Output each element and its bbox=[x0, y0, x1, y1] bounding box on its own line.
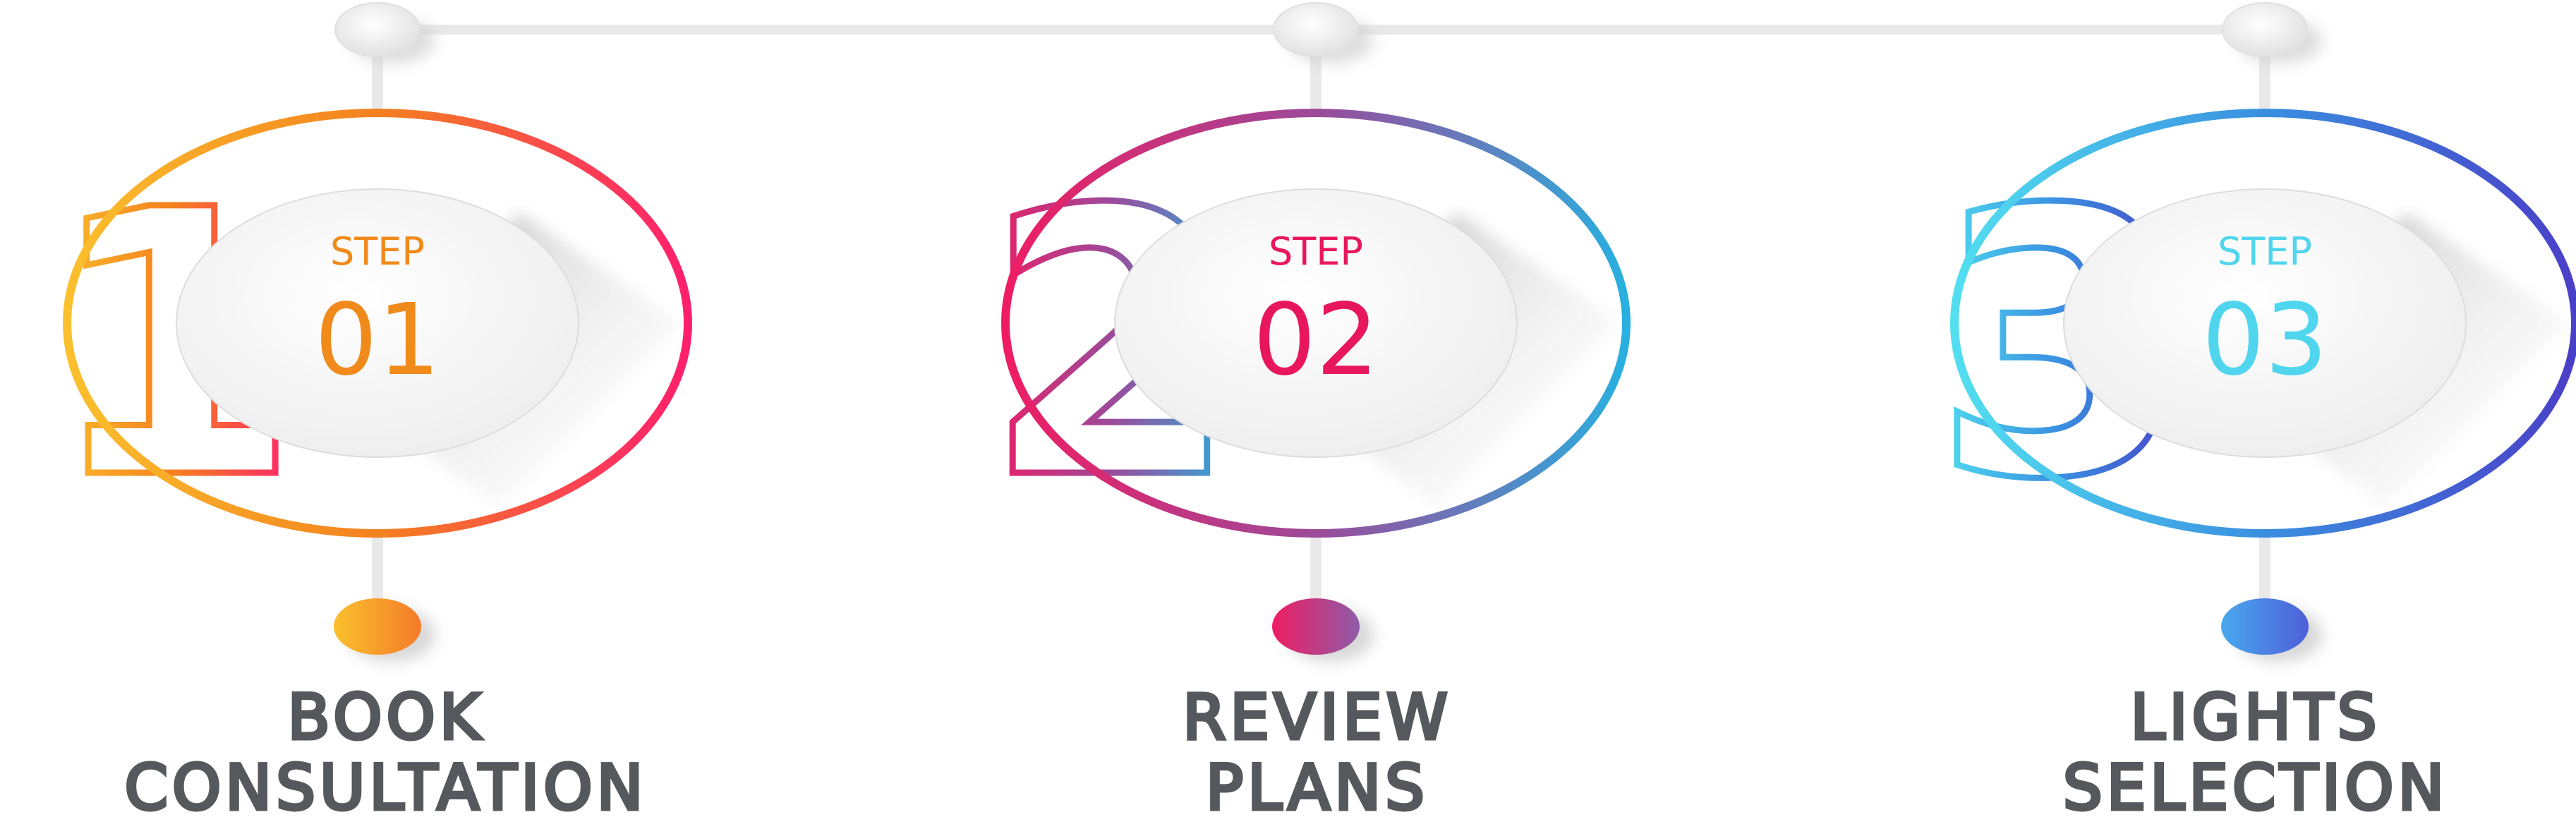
step-3-bottom-dot bbox=[2221, 598, 2309, 655]
step-3-title-line1: LIGHTS bbox=[2129, 680, 2381, 754]
step-1-step-number: 01 bbox=[315, 283, 440, 398]
step-2-title: REVIEW PLANS bbox=[929, 680, 1705, 825]
step-3-outer-ring bbox=[1950, 109, 2576, 538]
step-1-outer-ring bbox=[63, 109, 692, 538]
step-3-bottom-stem bbox=[2259, 529, 2270, 607]
step-2-connector-node bbox=[1273, 2, 1359, 57]
step-3-step-number: 03 bbox=[2202, 283, 2328, 398]
step-1-connector-node bbox=[334, 2, 421, 57]
step-1-step-label: STEP bbox=[330, 229, 425, 274]
step-1-bottom-stem bbox=[372, 529, 383, 607]
step-1-disc bbox=[176, 188, 579, 458]
step-2-outer-ring bbox=[1001, 109, 1631, 538]
step-2-bottom-dot bbox=[1272, 598, 1360, 655]
step-2-step-label: STEP bbox=[1269, 229, 1363, 274]
step-1-title-line1: BOOK bbox=[286, 680, 485, 754]
step-1-bottom-dot bbox=[334, 598, 421, 655]
step-2-title-line1: REVIEW bbox=[1181, 680, 1452, 754]
step-2-title-line2: PLANS bbox=[1204, 751, 1429, 825]
step-3-title-line2: SELECTION bbox=[2061, 751, 2449, 825]
step-3-connector-node bbox=[2222, 2, 2308, 57]
step-2-step-number: 02 bbox=[1253, 283, 1379, 398]
step-1-title-line2: CONSULTATION bbox=[123, 751, 648, 825]
step-3-title: LIGHTS SELECTION bbox=[1868, 680, 2576, 825]
step-3-disc bbox=[2063, 188, 2467, 458]
step-2-bottom-stem bbox=[1310, 529, 1322, 607]
step-3-step-label: STEP bbox=[2218, 229, 2312, 274]
step-2-disc bbox=[1114, 188, 1518, 458]
step-1-title: BOOK CONSULTATION bbox=[0, 680, 774, 825]
